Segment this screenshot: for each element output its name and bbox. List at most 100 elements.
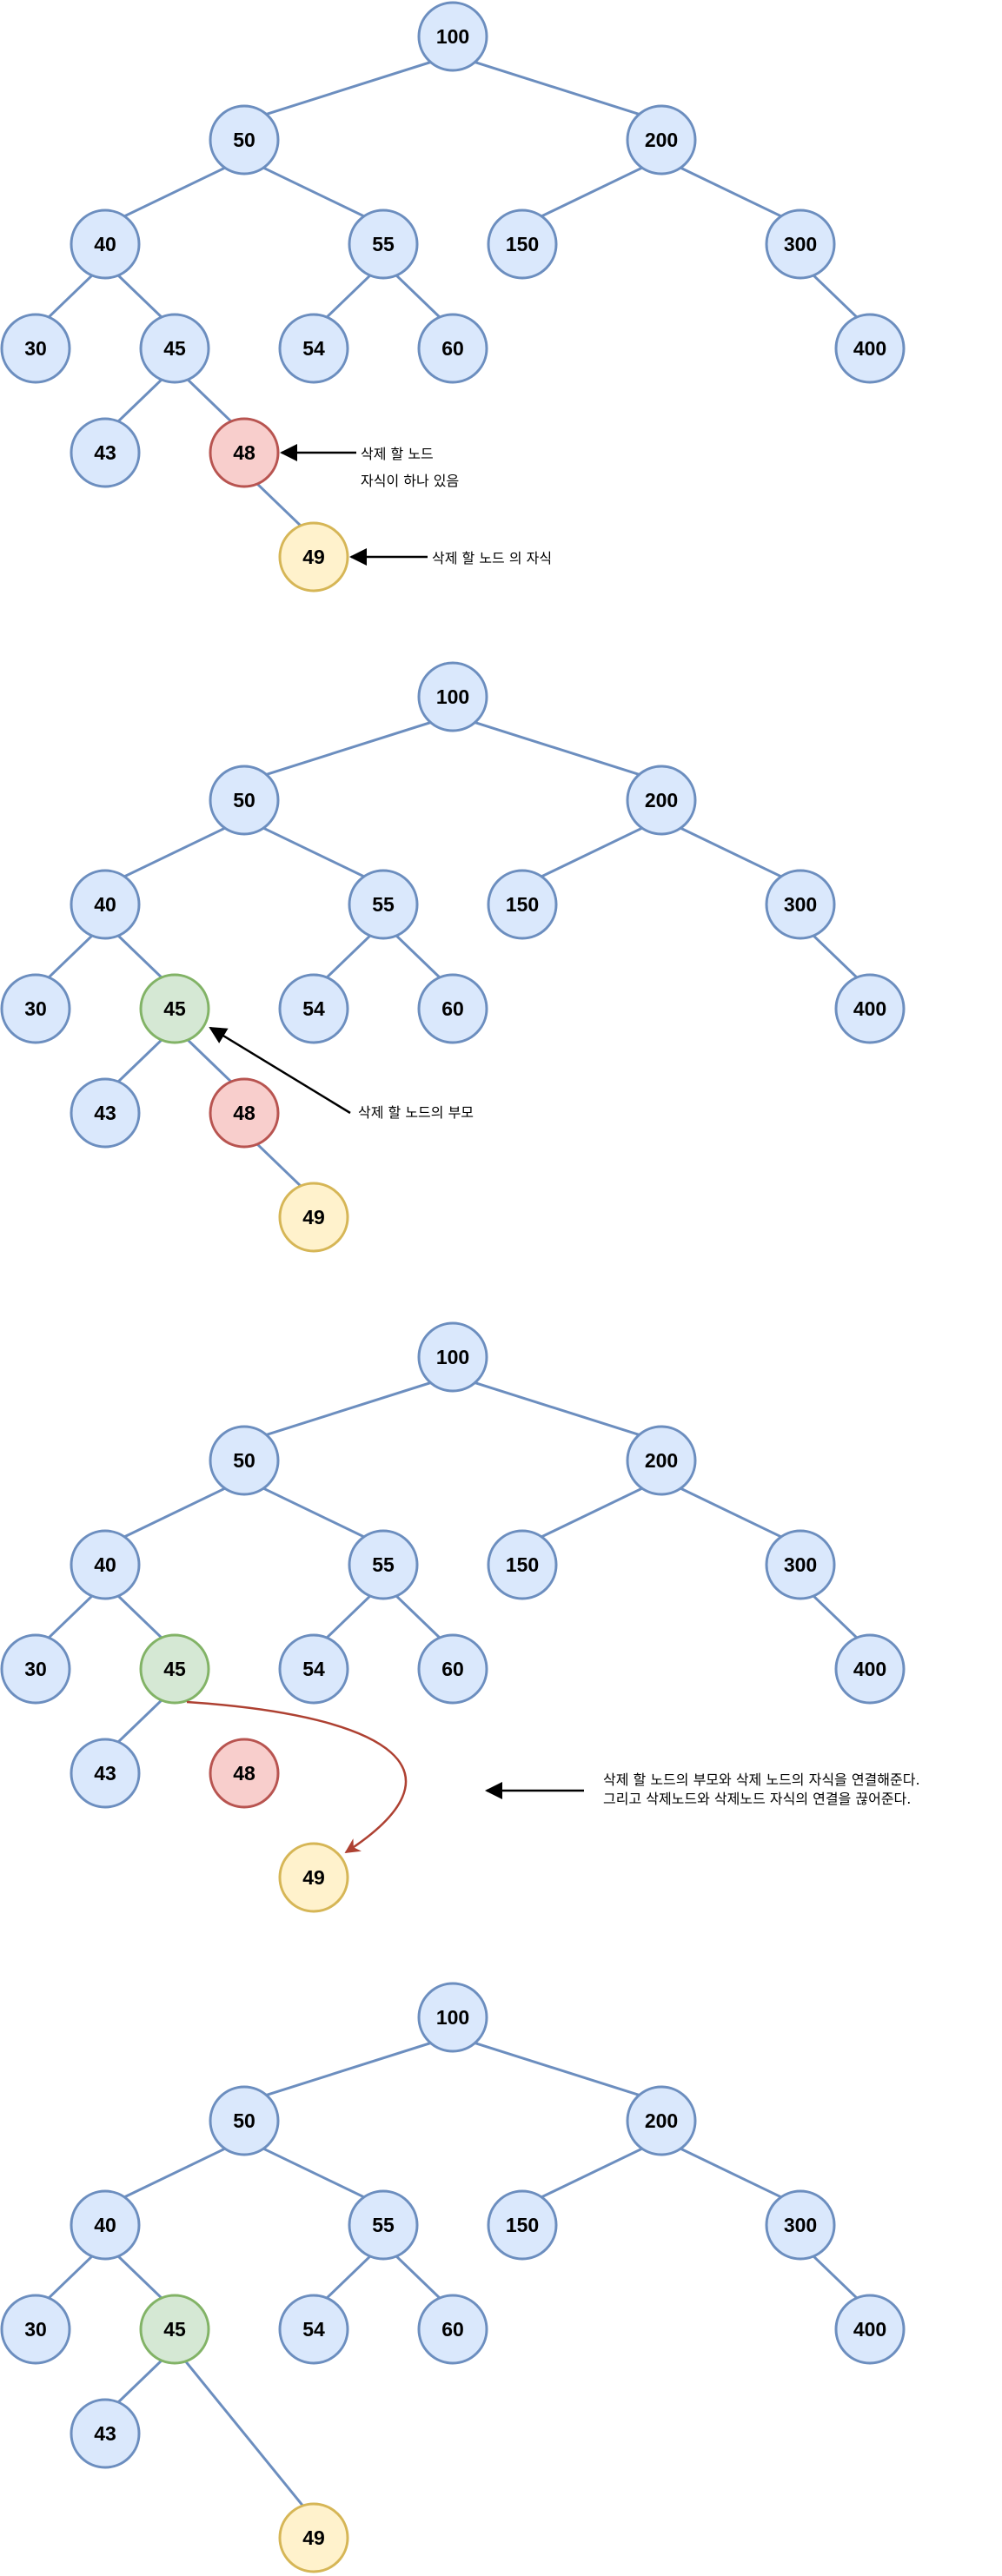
node-48-circle	[209, 417, 280, 488]
edge-200-150	[521, 818, 662, 887]
node-55-label: 55	[372, 233, 395, 255]
node-54-label: 54	[302, 2318, 325, 2341]
node-100-circle	[417, 661, 488, 732]
node-43-label: 43	[94, 2422, 116, 2445]
edge-50-55	[243, 157, 384, 227]
node-30-circle	[0, 1633, 71, 1705]
node-100: 100	[417, 1982, 488, 2053]
node-49-label: 49	[302, 1866, 325, 1889]
node-150: 150	[487, 2189, 558, 2261]
node-55-circle	[348, 2189, 419, 2261]
node-54: 54	[278, 313, 349, 384]
node-60-label: 60	[441, 337, 464, 360]
node-45-circle	[139, 313, 210, 384]
edge-200-150	[521, 1478, 662, 1547]
edge-100-200	[452, 1374, 662, 1443]
node-300: 300	[765, 869, 836, 940]
node-45-circle	[139, 973, 210, 1044]
node-54-circle	[278, 313, 349, 384]
node-150-label: 150	[506, 233, 539, 255]
node-30: 30	[0, 313, 71, 384]
node-300-label: 300	[784, 893, 817, 916]
node-50: 50	[209, 104, 280, 175]
node-43: 43	[70, 1738, 141, 1809]
node-49-label: 49	[302, 1206, 325, 1228]
node-150: 150	[487, 1529, 558, 1600]
node-30-circle	[0, 313, 71, 384]
node-30-circle	[0, 2294, 71, 2365]
edge-50-40	[104, 818, 245, 887]
node-60: 60	[417, 2294, 488, 2365]
node-400: 400	[834, 1633, 906, 1705]
node-45-label: 45	[163, 1658, 186, 1680]
node-150-label: 150	[506, 1553, 539, 1576]
reconnect-curve	[186, 1700, 408, 1854]
node-300: 300	[765, 1529, 836, 1600]
node-400-label: 400	[853, 337, 886, 360]
edge-50-40	[104, 2138, 245, 2208]
edge-50-55	[243, 1478, 384, 1547]
node-40-circle	[70, 2189, 141, 2261]
node-43-label: 43	[94, 1102, 116, 1124]
node-48: 48	[209, 417, 280, 488]
node-300-label: 300	[784, 2214, 817, 2236]
node-200: 200	[626, 1425, 697, 1496]
edge-50-40	[104, 157, 245, 227]
node-300-circle	[765, 869, 836, 940]
node-50-label: 50	[233, 1449, 255, 1472]
node-400-circle	[834, 2294, 906, 2365]
node-55: 55	[348, 1529, 419, 1600]
node-48: 48	[209, 1077, 280, 1149]
node-54: 54	[278, 973, 349, 1044]
delete-node-note-line-1: 삭제 할 노드	[361, 446, 434, 462]
node-43-circle	[70, 2398, 141, 2469]
node-200-label: 200	[645, 789, 678, 811]
node-43: 43	[70, 417, 141, 488]
connect-note-line-1: 삭제 할 노드의 부모와 삭제 노드의 자식을 연결해준다.	[603, 1771, 920, 1788]
edge-200-150	[521, 157, 662, 227]
node-100-label: 100	[436, 1346, 469, 1368]
edge-200-300	[660, 818, 801, 887]
node-43-circle	[70, 417, 141, 488]
edge-100-200	[452, 54, 662, 123]
node-48-circle	[209, 1077, 280, 1149]
node-50: 50	[209, 1425, 280, 1496]
node-150-circle	[487, 209, 558, 280]
node-30-label: 30	[24, 1658, 47, 1680]
node-100-label: 100	[436, 685, 469, 708]
node-45-label: 45	[163, 2318, 186, 2341]
node-43: 43	[70, 2398, 141, 2469]
node-60-circle	[417, 1633, 488, 1705]
node-100-label: 100	[436, 25, 469, 48]
node-50-circle	[209, 1425, 280, 1496]
node-40: 40	[70, 2189, 141, 2261]
node-200: 200	[626, 104, 697, 175]
edge-100-50	[243, 1374, 454, 1443]
node-30-circle	[0, 973, 71, 1044]
node-100-circle	[417, 1982, 488, 2053]
node-40-circle	[70, 1529, 141, 1600]
node-54-label: 54	[302, 997, 325, 1020]
node-45: 45	[139, 2294, 210, 2365]
node-43-circle	[70, 1077, 141, 1149]
node-49: 49	[278, 1182, 349, 1253]
node-60: 60	[417, 1633, 488, 1705]
node-150-label: 150	[506, 2214, 539, 2236]
parent-note-line-1: 삭제 할 노드의 부모	[358, 1104, 474, 1121]
node-45-circle	[139, 1633, 210, 1705]
node-400: 400	[834, 973, 906, 1044]
node-400-label: 400	[853, 1658, 886, 1680]
node-54-circle	[278, 1633, 349, 1705]
parent-arrow	[209, 1026, 351, 1115]
node-40: 40	[70, 209, 141, 280]
node-200-circle	[626, 1425, 697, 1496]
node-200-circle	[626, 765, 697, 836]
node-40-label: 40	[94, 2214, 116, 2236]
node-49-circle	[278, 1182, 349, 1253]
edge-200-300	[660, 1478, 801, 1547]
node-60-label: 60	[441, 1658, 464, 1680]
node-60-label: 60	[441, 997, 464, 1020]
edge-100-200	[452, 2035, 662, 2103]
